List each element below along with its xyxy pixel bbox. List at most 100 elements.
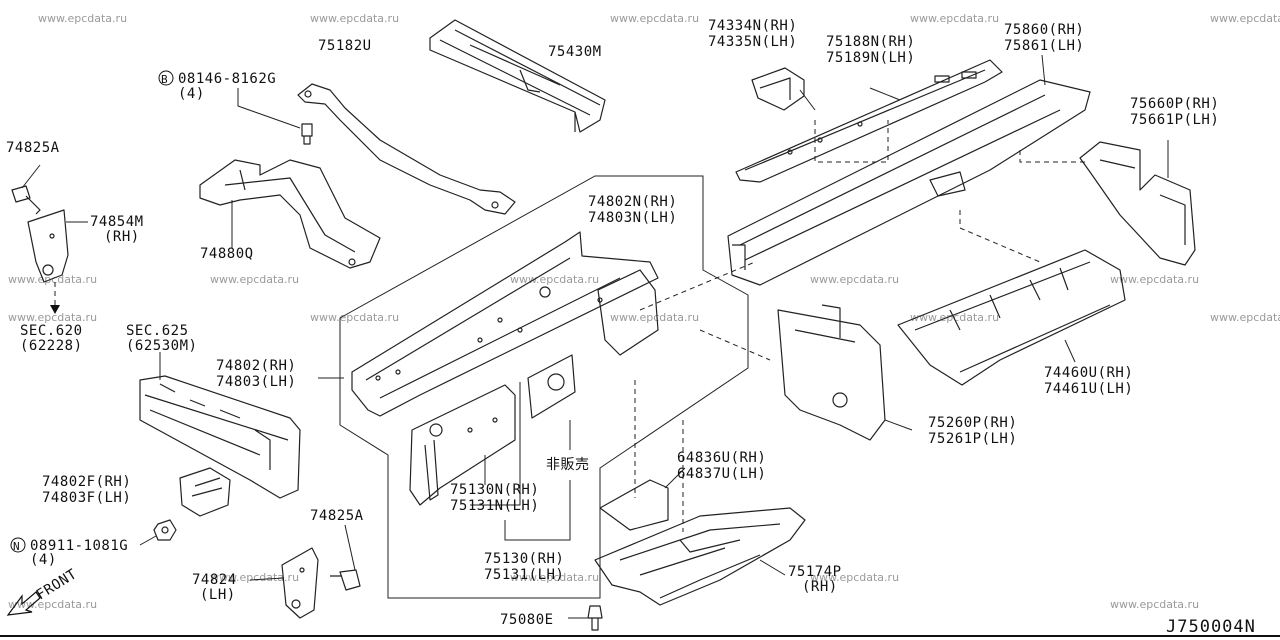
svg-text:(4): (4) xyxy=(178,86,205,102)
label-75660P[interactable]: 75660P(RH) xyxy=(1130,96,1219,112)
assembly-outline xyxy=(339,175,749,599)
part-74854M-drawing[interactable] xyxy=(27,209,88,283)
label-75174P[interactable]: 75174P xyxy=(788,564,842,580)
dashed-leaders xyxy=(634,120,1085,532)
label-75080E[interactable]: 75080E xyxy=(500,612,554,628)
svg-text:B: B xyxy=(161,73,168,86)
svg-text:(4): (4) xyxy=(30,552,57,568)
label-75188N[interactable]: 75188N(RH) xyxy=(826,34,915,50)
part-75182U-drawing[interactable] xyxy=(297,83,516,215)
label-not-for-sale: 非販売 xyxy=(546,457,590,473)
watermark: www.epcdata.ru xyxy=(1210,311,1280,324)
svg-text:08146-8162G: 08146-8162G xyxy=(178,71,276,87)
svg-text:08911-1081G: 08911-1081G xyxy=(30,538,128,554)
label-08146[interactable]: B 08146-8162G (4) xyxy=(158,70,276,102)
label-sec620[interactable]: SEC.620 xyxy=(20,323,83,339)
label-75182U[interactable]: 75182U xyxy=(318,38,372,54)
label-sec625-ref: (62530M) xyxy=(126,338,197,354)
footer: J750004N xyxy=(0,617,1280,637)
label-75661P[interactable]: 75661P(LH) xyxy=(1130,112,1219,128)
watermark: www.epcdata.ru xyxy=(510,273,599,286)
part-74802-drawing[interactable] xyxy=(318,231,659,417)
label-74334N[interactable]: 74334N(RH) xyxy=(708,18,797,34)
watermark: www.epcdata.ru xyxy=(8,273,97,286)
watermark: www.epcdata.ru xyxy=(910,12,999,25)
part-74334N-drawing[interactable] xyxy=(751,67,816,111)
bolt-75080E-icon[interactable] xyxy=(568,605,603,631)
label-74854M[interactable]: 74854M xyxy=(90,214,144,230)
label-74460U[interactable]: 74460U(RH) xyxy=(1044,365,1133,381)
part-75130-drawing[interactable] xyxy=(504,354,576,541)
label-74802[interactable]: 74802(RH) xyxy=(216,358,296,374)
watermark: www.epcdata.ru xyxy=(38,12,127,25)
part-75660P-drawing[interactable] xyxy=(1079,140,1196,266)
watermark: www.epcdata.ru xyxy=(1110,598,1199,611)
bolt-08146-icon[interactable] xyxy=(237,88,313,145)
watermark: www.epcdata.ru xyxy=(210,571,299,584)
label-74880Q[interactable]: 74880Q xyxy=(200,246,254,262)
label-75130[interactable]: 75130(RH) xyxy=(484,551,564,567)
watermark: www.epcdata.ru xyxy=(510,571,599,584)
label-74802F[interactable]: 74802F(RH) xyxy=(42,474,131,490)
label-75261P[interactable]: 75261P(LH) xyxy=(928,431,1017,447)
label-75860[interactable]: 75860(RH) xyxy=(1004,22,1084,38)
part-75130N-drawing[interactable] xyxy=(409,382,521,506)
watermark: www.epcdata.ru xyxy=(810,273,899,286)
label-74854M-side: (RH) xyxy=(104,229,140,245)
part-64836U-drawing[interactable] xyxy=(599,467,686,531)
watermarks: www.epcdata.ru www.epcdata.ru www.epcdat… xyxy=(8,12,1280,611)
part-75260P-drawing[interactable] xyxy=(777,304,913,441)
down-arrow-icon xyxy=(50,282,60,314)
label-75189N[interactable]: 75189N(LH) xyxy=(826,50,915,66)
label-64836U[interactable]: 64836U(RH) xyxy=(677,450,766,466)
label-74335N[interactable]: 74335N(LH) xyxy=(708,34,797,50)
label-74803[interactable]: 74803(LH) xyxy=(216,374,296,390)
bolt-74825A-top-icon[interactable] xyxy=(11,164,41,215)
watermark: www.epcdata.ru xyxy=(210,273,299,286)
label-75131[interactable]: 75131(LH) xyxy=(484,567,564,583)
watermark: www.epcdata.ru xyxy=(8,311,97,324)
label-75430M[interactable]: 75430M xyxy=(548,44,602,60)
watermark: www.epcdata.ru xyxy=(610,12,699,25)
label-75130N[interactable]: 75130N(RH) xyxy=(450,482,539,498)
label-sec625[interactable]: SEC.625 xyxy=(126,323,189,339)
label-75174P-side: (RH) xyxy=(802,579,838,595)
part-labels: 75182U 75430M B 08146-8162G (4) 74825A 7… xyxy=(6,18,1219,628)
part-75430M-drawing[interactable] xyxy=(429,19,606,133)
label-74803F[interactable]: 74803F(LH) xyxy=(42,490,131,506)
watermark: www.epcdata.ru xyxy=(310,12,399,25)
watermark: www.epcdata.ru xyxy=(610,311,699,324)
label-74825A-top[interactable]: 74825A xyxy=(6,140,60,156)
label-75861[interactable]: 75861(LH) xyxy=(1004,38,1084,54)
label-75260P[interactable]: 75260P(RH) xyxy=(928,415,1017,431)
label-74802N[interactable]: 74802N(RH) xyxy=(588,194,677,210)
part-74880Q-drawing[interactable] xyxy=(199,159,381,269)
part-75860-drawing[interactable] xyxy=(727,54,1091,286)
watermark: www.epcdata.ru xyxy=(1210,12,1280,25)
watermark: www.epcdata.ru xyxy=(8,598,97,611)
bolt-74825A-bottom-icon[interactable] xyxy=(330,524,361,591)
label-sec620-ref: (62228) xyxy=(20,338,83,354)
part-75188N-drawing[interactable] xyxy=(735,59,1003,183)
watermark: www.epcdata.ru xyxy=(1110,273,1199,286)
watermark: www.epcdata.ru xyxy=(910,311,999,324)
watermark: www.epcdata.ru xyxy=(310,311,399,324)
part-75174P-drawing[interactable] xyxy=(594,507,806,606)
label-74803N[interactable]: 74803N(LH) xyxy=(588,210,677,226)
part-74460U-drawing[interactable] xyxy=(897,249,1126,386)
nut-08911-icon[interactable] xyxy=(139,519,177,546)
diagram-code: J750004N xyxy=(1166,617,1256,637)
watermark: www.epcdata.ru xyxy=(810,571,899,584)
svg-text:N: N xyxy=(13,540,20,553)
label-64837U[interactable]: 64837U(LH) xyxy=(677,466,766,482)
part-74824-drawing[interactable] xyxy=(249,547,319,619)
label-74461U[interactable]: 74461U(LH) xyxy=(1044,381,1133,397)
label-08911[interactable]: N 08911-1081G (4) xyxy=(10,537,128,568)
label-75131N[interactable]: 75131N(LH) xyxy=(450,498,539,514)
label-74824[interactable]: 74824 xyxy=(192,572,237,588)
part-74802F-drawing[interactable] xyxy=(179,467,231,517)
label-74825A-bottom[interactable]: 74825A xyxy=(310,508,364,524)
part-sec625-drawing xyxy=(139,352,301,499)
